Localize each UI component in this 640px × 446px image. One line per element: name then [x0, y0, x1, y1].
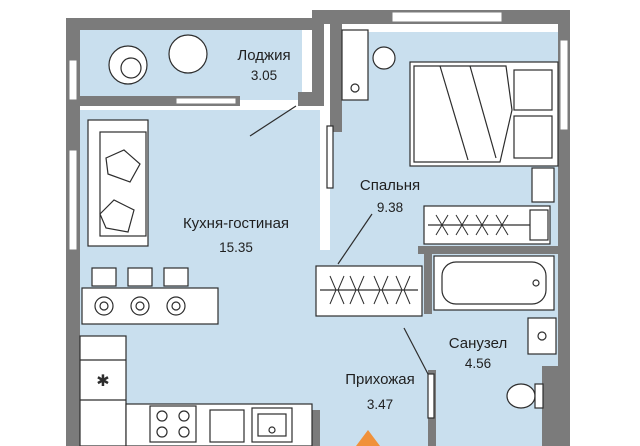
- hanger-icon: [349, 275, 365, 305]
- nightstand-icon: [531, 167, 555, 203]
- window-living-left: [68, 149, 78, 251]
- armchair-seat-icon: [120, 57, 142, 79]
- burner-icon: [178, 426, 190, 438]
- pillow-icon: [513, 69, 553, 111]
- room-name-living: Кухня-гостиная: [183, 215, 289, 232]
- hall-wardrobe-icon: [315, 265, 423, 317]
- burner-icon: [178, 410, 190, 422]
- wall-loggia-right: [312, 10, 324, 106]
- hanger-icon: [373, 275, 389, 305]
- door-bath-leaf: [427, 373, 435, 419]
- wardrobe-shelf-icon: [529, 209, 549, 241]
- drain-icon: [532, 279, 540, 287]
- tap-icon: [268, 426, 276, 434]
- door-bedroom: [326, 125, 334, 189]
- wall-loggia-bottom: [80, 96, 240, 106]
- toilet-tank-icon: [534, 383, 544, 409]
- wall-kitchen-bottom-right: [312, 410, 320, 446]
- wall-loggia-top: [66, 18, 320, 30]
- door-hall-bedroom-swing: [337, 213, 373, 265]
- room-area-bedroom: 9.38: [377, 200, 403, 215]
- room-name-loggia: Лоджия: [237, 47, 290, 64]
- wall-bedroom-bath: [418, 246, 558, 254]
- wall-left-lower: [66, 404, 80, 446]
- kitchen-counter-icon: [79, 335, 127, 446]
- sofa-pillow-icon: [105, 149, 141, 183]
- room-area-bathroom: 4.56: [465, 356, 491, 371]
- stove-icon: [149, 405, 197, 443]
- blanket-icon: [413, 65, 513, 163]
- room-labels: Лоджия 3.05 Кухня-гостиная 15.35 Спальня…: [183, 47, 507, 412]
- lamp-icon: [350, 83, 360, 93]
- chair-icon: [91, 267, 117, 287]
- hanger-icon: [395, 275, 411, 305]
- oven-icon: [209, 409, 245, 443]
- room-name-hallway: Прихожая: [345, 371, 415, 388]
- bathtub-basin-icon: [441, 261, 547, 305]
- hanger-icon: [329, 275, 345, 305]
- round-table-icon: [168, 34, 208, 74]
- wall-hall-bath: [424, 254, 432, 314]
- hangers-hallway: [329, 275, 411, 305]
- window-bedroom-right: [559, 39, 569, 131]
- wall-bath-right-bottom: [542, 366, 558, 446]
- hanger-icon: [435, 214, 449, 236]
- toilet-bowl-icon: [506, 383, 536, 409]
- bathroom-fixtures: [433, 255, 557, 409]
- washbasin-drain-icon: [537, 331, 547, 341]
- plate-icon: [171, 301, 181, 311]
- room-area-hallway: 3.47: [367, 397, 393, 412]
- window-loggia-left: [68, 59, 78, 101]
- room-name-bathroom: Санузел: [449, 335, 507, 352]
- pillow-icon: [513, 115, 553, 159]
- windows: [68, 11, 569, 251]
- hanger-icon: [455, 214, 469, 236]
- burner-icon: [156, 426, 168, 438]
- blanket-fold: [469, 65, 497, 159]
- window-bedroom-top: [391, 11, 503, 23]
- bedroom-furniture: [341, 29, 559, 245]
- door-loggia-swing: [249, 105, 297, 137]
- wall-loggia-corner: [298, 92, 324, 106]
- hanger-icon: [495, 214, 509, 236]
- chair-icon: [127, 267, 153, 287]
- room-area-living: 15.35: [219, 240, 253, 255]
- hangers-bedroom: [435, 214, 509, 236]
- room-area-loggia: 3.05: [251, 68, 277, 83]
- plate-icon: [99, 301, 109, 311]
- door-bath-swing: [403, 327, 429, 375]
- living-furniture: ✱: [79, 119, 313, 446]
- wall-bedroom-inner-left: [330, 24, 342, 132]
- doors: [249, 105, 435, 419]
- burner-icon: [156, 410, 168, 422]
- sink-basin-icon: [257, 413, 287, 437]
- entrance-marker-icon: [356, 430, 380, 446]
- room-name-bedroom: Спальня: [360, 177, 420, 194]
- hanger-icon: [475, 214, 489, 236]
- plate-icon: [135, 301, 145, 311]
- window-loggia-bottom: [175, 97, 237, 105]
- loggia-furniture: [108, 34, 208, 85]
- chair-round-icon: [372, 46, 396, 70]
- washbasin-icon: [527, 317, 557, 355]
- hallway-furniture: [315, 265, 423, 317]
- fridge-icon: ✱: [96, 373, 109, 390]
- chair-icon: [163, 267, 189, 287]
- sofa-pillow-icon: [99, 199, 135, 233]
- blanket-fold: [439, 65, 469, 161]
